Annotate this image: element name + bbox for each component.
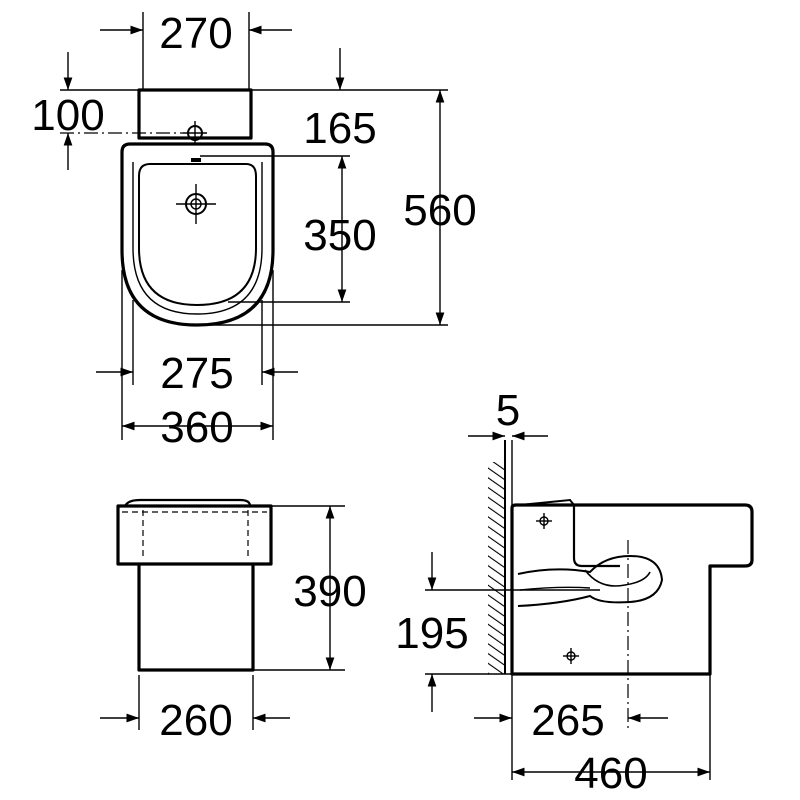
dim-265-label: 265 <box>531 696 604 745</box>
side-body-outline <box>510 503 754 676</box>
wall-hatch <box>488 462 504 674</box>
dim-275-label: 275 <box>160 349 233 398</box>
dim-560-label: 560 <box>403 186 476 235</box>
bowl-rim-line <box>132 162 263 315</box>
fixing-cross-icon <box>563 648 579 664</box>
top-view: 270 100 165 350 560 275 360 <box>31 9 476 452</box>
bowl-outer-outline <box>120 142 275 327</box>
dim-5-label: 5 <box>496 386 520 435</box>
bowl-inner-outline <box>138 163 257 307</box>
fixing-cross-icon <box>536 513 552 529</box>
front-view: 390 260 <box>100 498 367 745</box>
drain-hole-icon <box>176 184 216 224</box>
dim-460-label: 460 <box>574 749 647 798</box>
dim-390-label: 390 <box>293 567 366 616</box>
dim-270-label: 270 <box>159 9 232 58</box>
dim-100-label: 100 <box>31 91 104 140</box>
front-rim-outline <box>116 504 273 566</box>
dim-260-label: 260 <box>159 696 232 745</box>
tank-hole-icon <box>183 121 207 145</box>
trap-shape <box>517 554 664 607</box>
side-view: 5 195 265 460 <box>395 386 754 798</box>
rim-notch <box>191 158 201 162</box>
dim-360-label: 360 <box>160 403 233 452</box>
dim-350-label: 350 <box>303 211 376 260</box>
dim-165-label: 165 <box>303 104 376 153</box>
dim-195-label: 195 <box>395 609 468 658</box>
front-body-outline <box>137 562 255 672</box>
